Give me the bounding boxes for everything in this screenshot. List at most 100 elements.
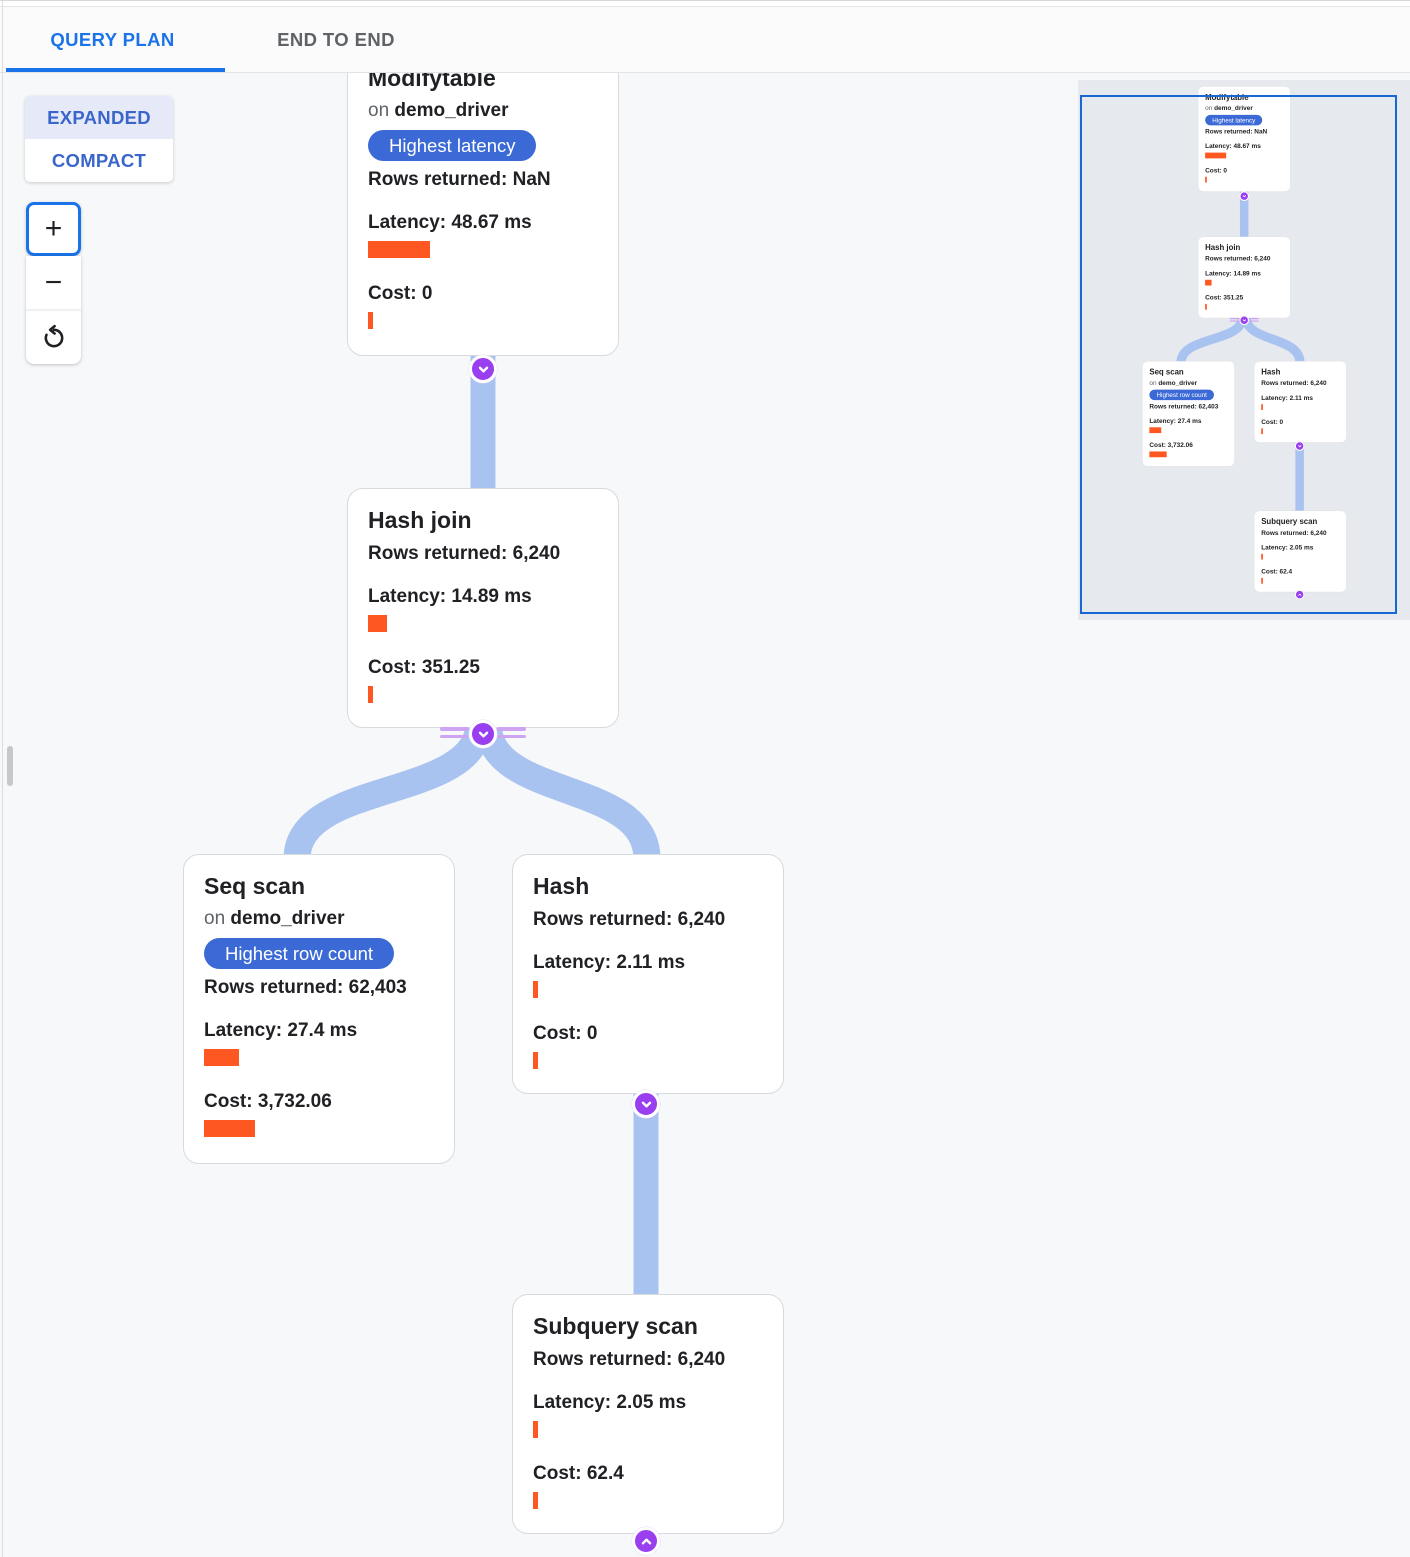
latency: Latency: 2.11 ms [533, 952, 686, 973]
collapse-children-button [1239, 315, 1249, 325]
rows-returned: Rows returned: NaN [368, 169, 551, 190]
node-table-line: on demo_driver [1149, 379, 1198, 387]
tab-query-plan[interactable]: QUERY PLAN [50, 28, 175, 50]
rows-returned: Rows returned: 62,403 [1149, 402, 1219, 410]
node-table-line: on demo_driver [204, 908, 345, 929]
edge-collapse-line [497, 727, 526, 731]
cost-bar [1149, 451, 1167, 458]
highest-latency-badge: Highest latency [368, 130, 537, 161]
cost-bar [533, 1052, 538, 1069]
node-title: Subquery scan [533, 1313, 698, 1339]
cost-bar [1205, 176, 1207, 183]
cost-bar [204, 1120, 255, 1137]
plan-node-seq-scan[interactable]: Seq scan on demo_driver Highest row coun… [183, 854, 455, 1164]
edge-collapse-line [1248, 317, 1259, 320]
collapse-children-button[interactable] [469, 355, 497, 383]
plan-node-hash: Hash Rows returned: 6,240 Latency: 2.11 … [1254, 361, 1347, 443]
chevron-down-icon [478, 731, 488, 737]
toggle-compact[interactable]: COMPACT [51, 149, 147, 171]
collapse-children-button [1294, 441, 1305, 451]
zoom-out-button[interactable]: − [26, 256, 81, 310]
cost-bar [533, 1492, 538, 1509]
edge-collapse-line [440, 727, 469, 731]
node-title: Hash join [368, 507, 472, 533]
rows-returned: Rows returned: 6,240 [1261, 529, 1327, 537]
plan-node-hash[interactable]: Hash Rows returned: 6,240 Latency: 2.11 … [512, 854, 784, 1094]
zoom-reset-button[interactable] [26, 310, 81, 364]
node-title: Modifytable [1205, 92, 1249, 102]
highest-row-count-badge: Highest row count [1149, 389, 1214, 401]
latency: Latency: 48.67 ms [368, 212, 532, 233]
chevron-down-icon [1298, 445, 1302, 448]
plan-node-modifytable: Modifytable on demo_driver Highest laten… [1197, 86, 1291, 192]
edge-hashjoin-seqscan [283, 721, 493, 861]
rows-returned: Rows returned: 6,240 [1261, 379, 1327, 387]
rows-returned: Rows returned: 6,240 [533, 1349, 726, 1370]
latency-bar [1205, 279, 1212, 286]
toggle-expanded[interactable]: EXPANDED [25, 96, 173, 139]
edge-collapse-line [1229, 317, 1240, 320]
latency: Latency: 27.4 ms [1149, 417, 1202, 425]
node-title: Hash [1261, 367, 1281, 377]
minimap-viewport[interactable] [1080, 95, 1397, 614]
active-tab-indicator [6, 68, 225, 72]
latency-bar [1261, 553, 1263, 560]
plan-node-modifytable[interactable]: Modifytable on demo_driver Highest laten… [347, 46, 619, 356]
latency: Latency: 14.89 ms [368, 586, 532, 607]
collapse-children-button[interactable] [632, 1090, 660, 1118]
cost-bar [368, 312, 373, 329]
zoom-controls: + − [26, 202, 81, 364]
latency-bar [204, 1049, 239, 1066]
rows-returned: Rows returned: 6,240 [368, 543, 561, 564]
zoom-in-button[interactable]: + [26, 202, 81, 256]
latency: Latency: 27.4 ms [204, 1020, 358, 1041]
edge-collapse-line [1229, 320, 1240, 322]
chevron-down-icon [641, 1101, 651, 1107]
collapse-children-button[interactable] [469, 720, 497, 748]
node-title: Subquery scan [1261, 517, 1318, 526]
minimap[interactable]: Modifytable on demo_driver Highest laten… [1078, 80, 1410, 620]
collapse-children-button [1239, 191, 1249, 201]
latency-bar [1261, 404, 1263, 410]
vertical-scrollbar-thumb[interactable] [7, 746, 13, 786]
minimap-content: Modifytable on demo_driver Highest laten… [1080, 80, 1349, 601]
cost: Cost: 0 [533, 1023, 598, 1044]
expand-children-button [1294, 589, 1305, 600]
highest-latency-badge: Highest latency [1205, 114, 1263, 126]
highest-row-count-badge: Highest row count [204, 938, 395, 969]
node-title: Seq scan [1149, 367, 1184, 377]
cost: Cost: 0 [368, 283, 433, 304]
plan-node-subquery-scan: Subquery scan Rows returned: 6,240 Laten… [1254, 510, 1347, 593]
cost: Cost: 3,732.06 [204, 1091, 332, 1112]
cost: Cost: 62.4 [533, 1463, 624, 1484]
view-mode-toggle: EXPANDED COMPACT [25, 96, 173, 182]
latency: Latency: 2.05 ms [533, 1392, 687, 1413]
tab-bar: QUERY PLAN END TO END [0, 7, 1410, 73]
latency-bar [1149, 427, 1162, 434]
plan-node-hash-join: Hash join Rows returned: 6,240 Latency: … [1197, 236, 1291, 319]
cost-bar [1261, 577, 1263, 584]
latency: Latency: 48.67 ms [1205, 142, 1261, 150]
expand-children-button[interactable] [632, 1527, 660, 1555]
edge-collapse-line [1248, 320, 1259, 322]
node-table-line: on demo_driver [1205, 104, 1253, 112]
reset-view-icon [44, 324, 63, 347]
top-strip [0, 1, 1410, 7]
node-table-line: on demo_driver [368, 100, 509, 121]
rows-returned: Rows returned: NaN [1205, 128, 1268, 136]
latency: Latency: 2.11 ms [1261, 394, 1313, 402]
plan-edges [283, 354, 661, 1298]
latency-bar [368, 615, 387, 632]
node-title: Hash [533, 873, 590, 899]
cost: Cost: 3,732.06 [1149, 441, 1193, 449]
cost: Cost: 0 [1261, 418, 1284, 426]
panel-left-border [2, 1, 3, 1557]
plan-node-hash-join[interactable]: Hash join Rows returned: 6,240 Latency: … [347, 488, 619, 728]
tab-end-to-end[interactable]: END TO END [277, 28, 395, 50]
edge-hashjoin-hash [474, 721, 661, 861]
plan-node-subquery-scan[interactable]: Subquery scan Rows returned: 6,240 Laten… [512, 1294, 784, 1534]
edge-collapse-line [440, 734, 469, 738]
latency-bar [533, 981, 538, 998]
cost-bar [1205, 303, 1207, 310]
